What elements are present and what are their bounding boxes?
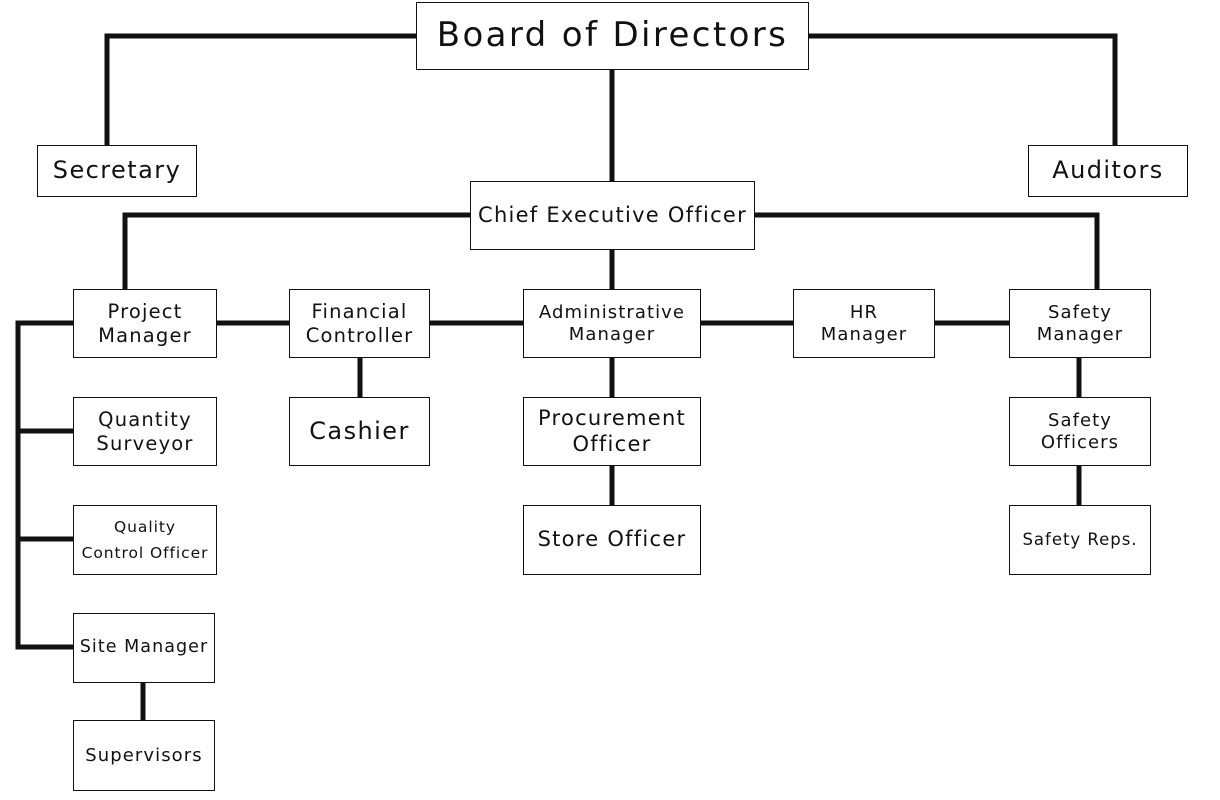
site-manager-label: Site Manager [79, 637, 209, 658]
administrative-manager-label: Administrative Manager [538, 301, 686, 345]
store-officer-box: Store Officer [523, 505, 701, 575]
quality-control-officer-box: Quality Control Officer [73, 505, 217, 575]
safety-reps-label: Safety Reps. [1022, 529, 1138, 549]
quality-control-officer-label: Quality Control Officer [81, 517, 209, 562]
project-manager-label: Project Manager [98, 299, 192, 347]
cashier-box: Cashier [289, 397, 430, 466]
financial-controller-label: Financial Controller [305, 299, 414, 347]
board-of-directors-label: Board of Directors [436, 15, 789, 56]
site-manager-box: Site Manager [73, 613, 215, 683]
board-of-directors-box: Board of Directors [416, 2, 809, 70]
safety-officers-label: Safety Officers [1040, 409, 1120, 453]
procurement-officer-box: Procurement Officer [523, 397, 701, 466]
safety-manager-label: Safety Manager [1036, 301, 1124, 345]
auditors-label: Auditors [1052, 156, 1164, 185]
financial-controller-box: Financial Controller [289, 289, 430, 358]
quantity-surveyor-box: Quantity Surveyor [73, 397, 217, 466]
quantity-surveyor-label: Quantity Surveyor [96, 407, 194, 455]
safety-manager-box: Safety Manager [1009, 289, 1151, 358]
hr-manager-label: HR Manager [820, 301, 908, 345]
ceo-to-project-manager-connector [122, 212, 473, 292]
secretary-label: Secretary [52, 156, 182, 185]
safety-reps-box: Safety Reps. [1009, 505, 1151, 575]
chief-executive-officer-box: Chief Executive Officer [470, 181, 755, 250]
project-manager-box: Project Manager [73, 289, 217, 358]
board-to-secretary-connector [104, 33, 419, 149]
project-manager-spine-connector [15, 320, 76, 650]
ceo-to-safety-manager-connector [751, 212, 1100, 292]
store-officer-label: Store Officer [537, 527, 687, 552]
cashier-label: Cashier [309, 416, 410, 445]
procurement-officer-label: Procurement Officer [537, 405, 687, 456]
secretary-box: Secretary [37, 145, 197, 197]
auditors-box: Auditors [1028, 145, 1188, 197]
board-to-auditors-connector [805, 33, 1118, 149]
administrative-manager-box: Administrative Manager [523, 289, 701, 358]
hr-manager-box: HR Manager [793, 289, 935, 358]
supervisors-box: Supervisors [73, 720, 215, 791]
supervisors-label: Supervisors [85, 744, 203, 766]
safety-officers-box: Safety Officers [1009, 397, 1151, 466]
chief-executive-officer-label: Chief Executive Officer [478, 202, 747, 227]
